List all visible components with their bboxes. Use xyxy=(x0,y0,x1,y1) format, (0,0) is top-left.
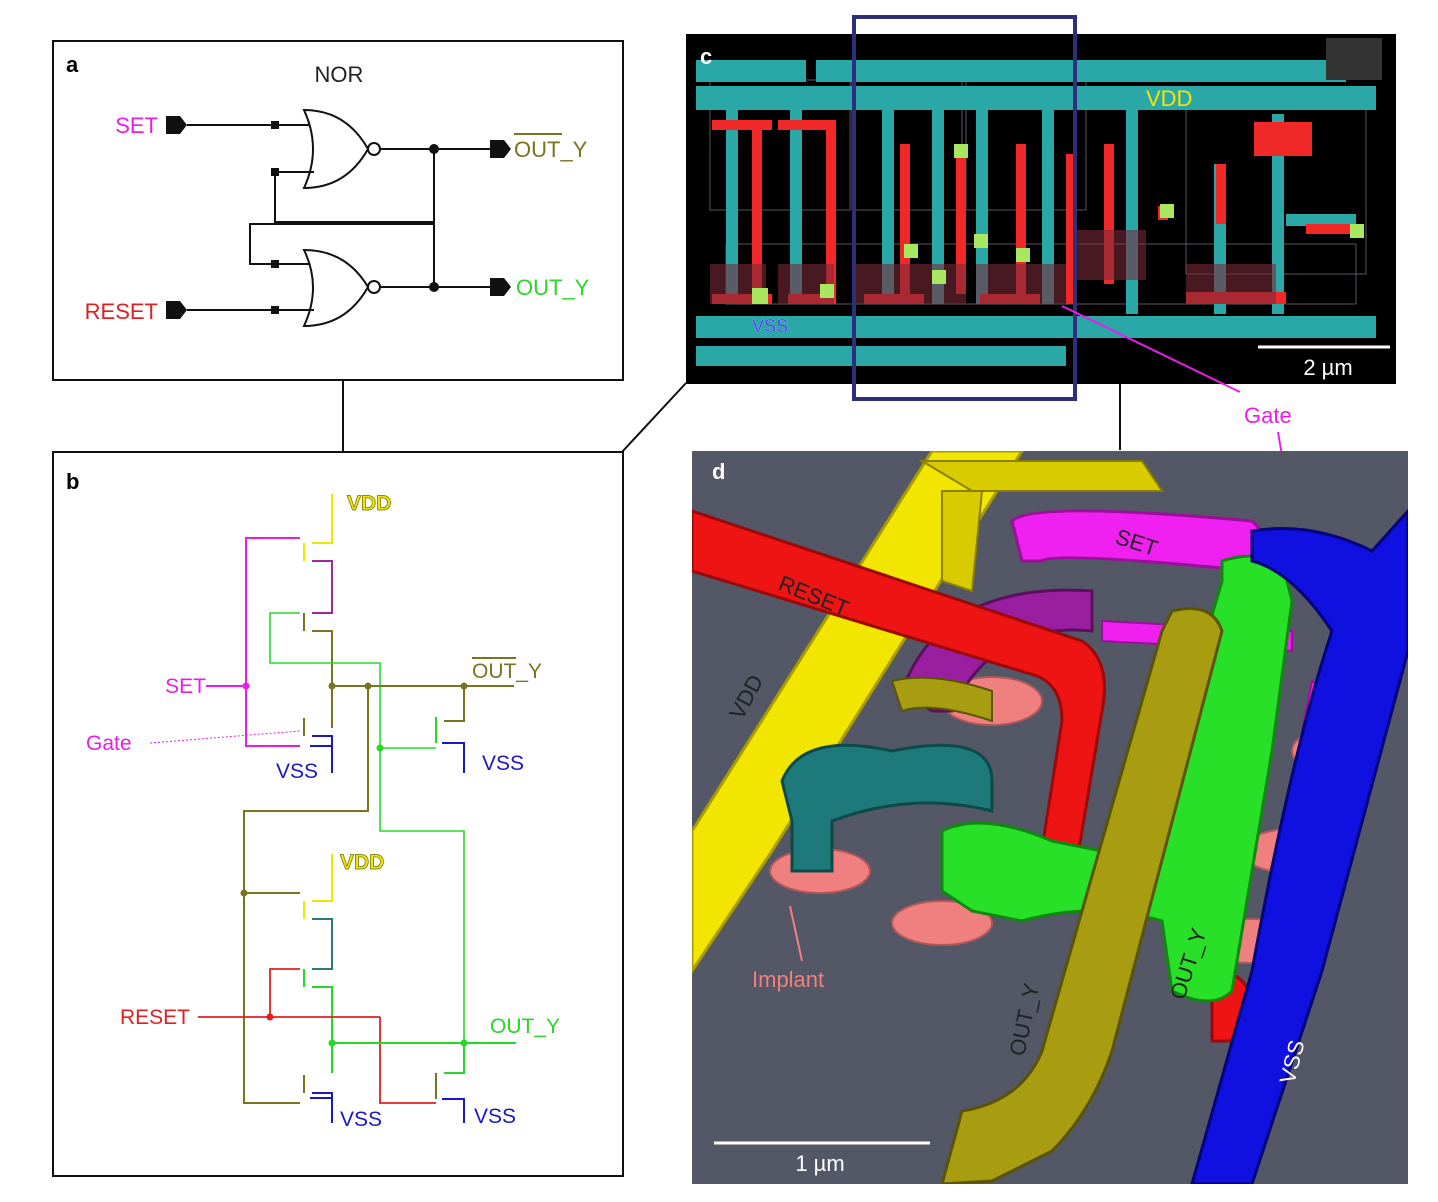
transistor-circuit: VDD SET OUT_Y VSS VSS Gate xyxy=(86,492,560,1131)
nor-latch-diagram: NOR SET OUT_Y OUT_Y RESET xyxy=(85,62,590,328)
out-y-label: OUT_Y xyxy=(516,275,590,300)
out-y-label-b: OUT_Y xyxy=(490,1015,560,1038)
vss-rail xyxy=(696,316,1376,338)
out-y-bar-port-icon xyxy=(490,140,511,158)
panel-c-label: c xyxy=(700,44,712,69)
nor-title: NOR xyxy=(315,62,364,87)
reset-label-b: RESET xyxy=(120,1006,190,1029)
vss-label-2: VSS xyxy=(276,760,318,783)
vss-label-c: VSS xyxy=(752,316,788,336)
vdd-label-c: VDD xyxy=(1146,86,1192,111)
vdd-wire xyxy=(690,449,1025,976)
reset-port-icon xyxy=(166,301,187,319)
panel-b-transistor-schematic: b VDD SET OUT_Y VSS VSS Gate xyxy=(52,451,624,1177)
vdd-rail xyxy=(696,86,1376,110)
set-label-b: SET xyxy=(165,675,206,698)
out-y-bar-label-b: OUT_Y xyxy=(472,660,542,683)
3d-interconnect-render: d VDD RESET SET OUT_Y OUT_Y VSS Implant … xyxy=(690,449,1410,1186)
out-y-bar-label: OUT_Y xyxy=(514,137,588,162)
vdd-label-bottom: VDD xyxy=(340,851,384,874)
scale-label-d: 1 µm xyxy=(795,1151,844,1176)
gate-label-c: Gate xyxy=(1244,403,1292,428)
vdd-label-top: VDD xyxy=(347,492,391,515)
set-input-label: SET xyxy=(115,113,158,138)
layout-view: c VDD VSS 2 µm xyxy=(686,34,1396,384)
out-y-bar-wire xyxy=(940,607,1224,1186)
nor-gate-lower xyxy=(302,248,370,328)
panel-a-logic-schematic: a NOR SET OUT_Y OUT_Y RESET xyxy=(52,40,624,381)
panel-b-label: b xyxy=(66,469,80,494)
vss-label-4: VSS xyxy=(340,1108,382,1131)
region-highlight-box xyxy=(852,15,1077,401)
vss-wire xyxy=(1190,507,1410,1186)
implant-label: Implant xyxy=(752,967,824,992)
nor-gate-upper xyxy=(302,108,370,190)
scale-label-c: 2 µm xyxy=(1303,355,1352,380)
set-port-icon xyxy=(166,116,187,134)
vss-label-1: VSS xyxy=(482,752,524,775)
out-y-port-icon xyxy=(490,278,511,296)
panel-d-label: d xyxy=(712,459,725,484)
gate-label-b: Gate xyxy=(86,732,132,755)
panel-a-label: a xyxy=(66,52,79,77)
vss-label-3: VSS xyxy=(474,1105,516,1128)
panel-c-layout: c VDD VSS 2 µm xyxy=(686,34,1396,384)
reset-input-label: RESET xyxy=(85,299,158,324)
panel-d-3d-render: d VDD RESET SET OUT_Y OUT_Y VSS Implant … xyxy=(690,449,1410,1186)
